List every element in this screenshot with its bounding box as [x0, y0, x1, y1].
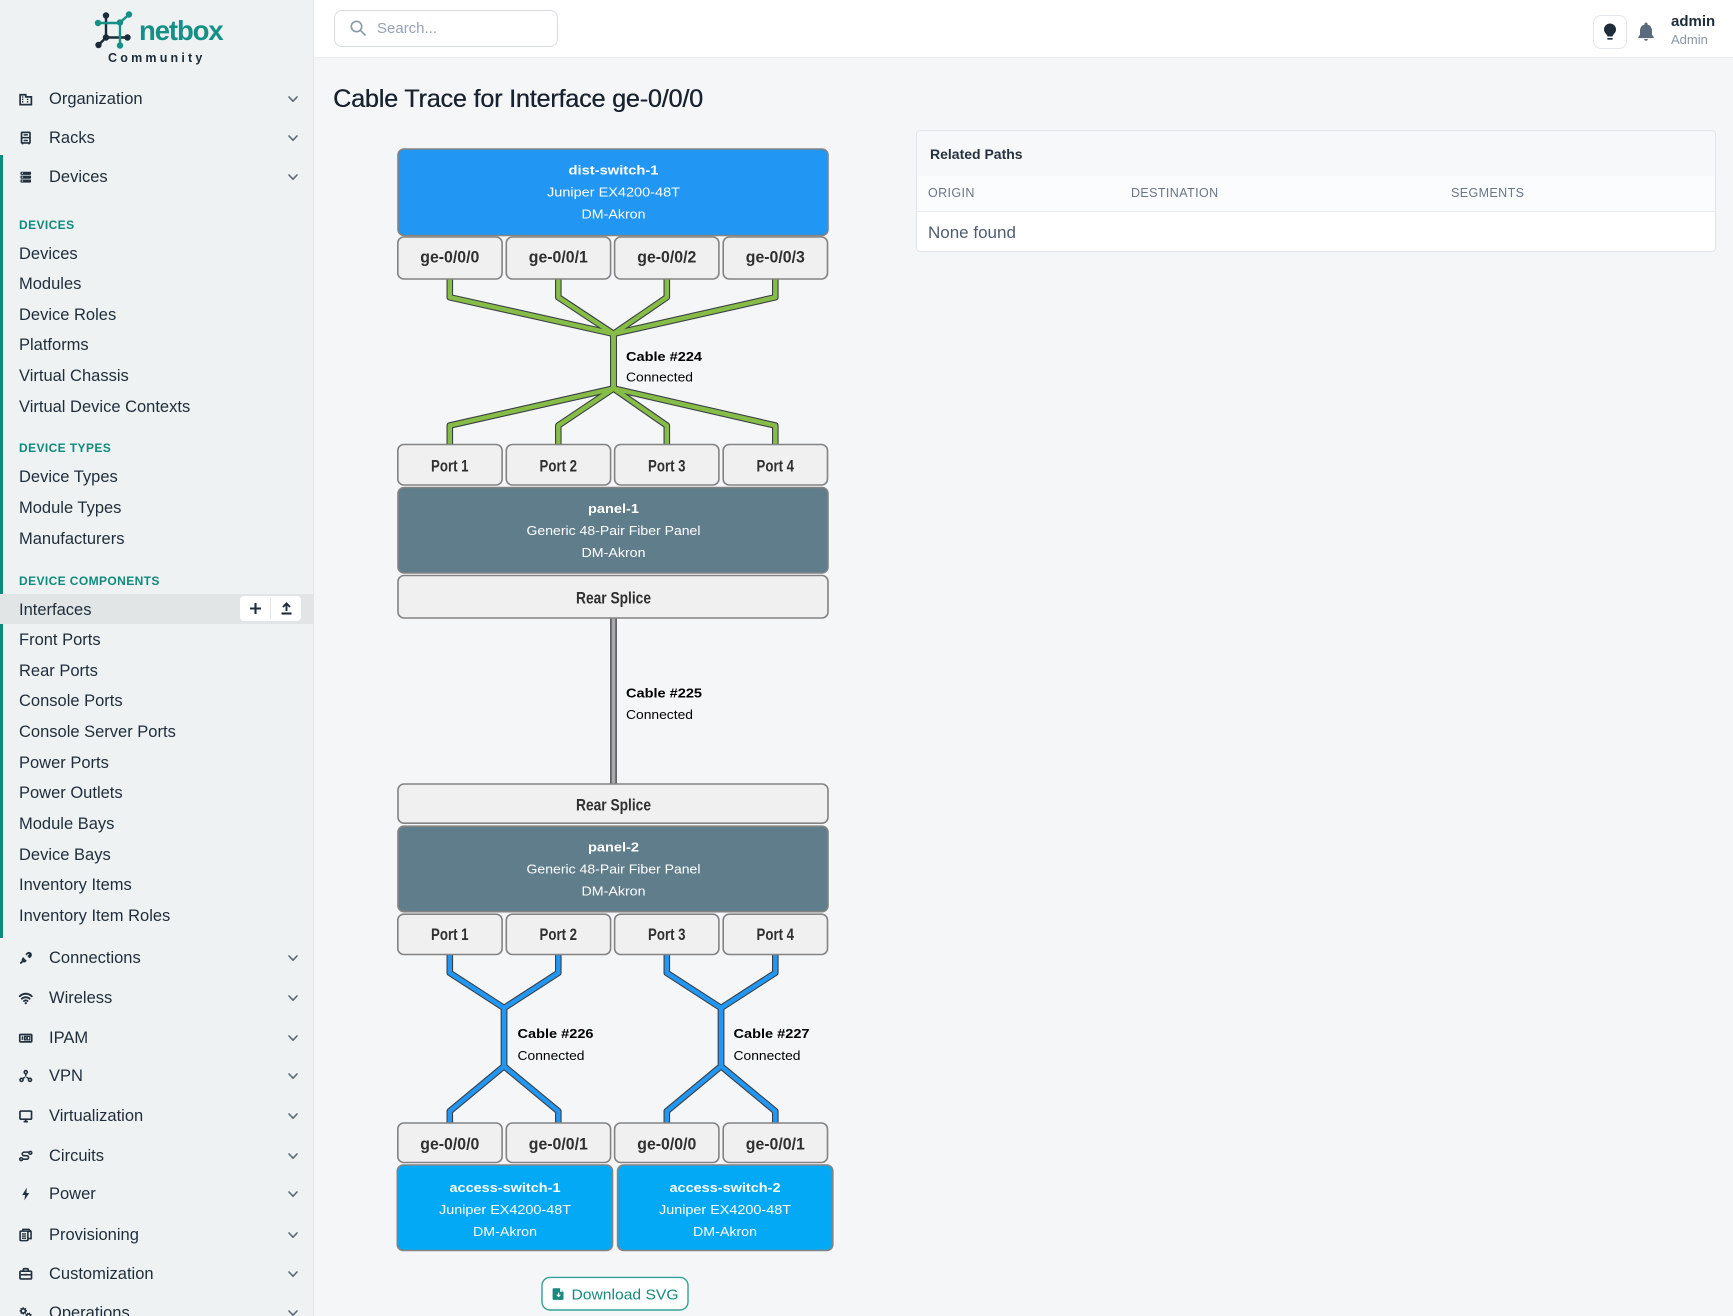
svg-text:Cable #225: Cable #225: [626, 685, 702, 700]
svg-text:Cable #224: Cable #224: [626, 349, 703, 364]
svg-text:Generic 48-Pair Fiber Panel: Generic 48-Pair Fiber Panel: [527, 523, 701, 538]
svg-text:panel-1: panel-1: [588, 501, 639, 516]
svg-text:DM-Akron: DM-Akron: [473, 1224, 537, 1239]
svg-text:Port 4: Port 4: [757, 457, 795, 476]
svg-text:access-switch-1: access-switch-1: [450, 1180, 561, 1195]
svg-text:ge-0/0/0: ge-0/0/0: [420, 1135, 479, 1154]
svg-text:Cable #227: Cable #227: [734, 1026, 810, 1041]
svg-text:Rear Splice: Rear Splice: [576, 796, 651, 815]
svg-text:ge-0/0/0: ge-0/0/0: [637, 1135, 696, 1154]
svg-text:access-switch-2: access-switch-2: [670, 1180, 781, 1195]
svg-text:DM-Akron: DM-Akron: [582, 207, 646, 222]
svg-text:ge-0/0/0: ge-0/0/0: [420, 248, 479, 267]
svg-text:Connected: Connected: [626, 370, 693, 385]
svg-text:ge-0/0/3: ge-0/0/3: [746, 248, 805, 267]
svg-text:Juniper EX4200-48T: Juniper EX4200-48T: [547, 185, 680, 200]
svg-text:Port 1: Port 1: [431, 457, 469, 476]
svg-text:Port 3: Port 3: [648, 457, 686, 476]
svg-text:Port 2: Port 2: [540, 925, 578, 944]
svg-text:dist-switch-1: dist-switch-1: [569, 163, 659, 178]
svg-text:Port 2: Port 2: [540, 457, 578, 476]
svg-text:Rear Splice: Rear Splice: [576, 589, 651, 608]
svg-text:Connected: Connected: [734, 1048, 801, 1063]
svg-text:Port 1: Port 1: [431, 925, 469, 944]
svg-text:DM-Akron: DM-Akron: [693, 1224, 757, 1239]
svg-text:Port 3: Port 3: [648, 925, 686, 944]
svg-text:Download SVG: Download SVG: [572, 1287, 679, 1304]
svg-text:panel-2: panel-2: [588, 840, 639, 855]
svg-text:Juniper EX4200-48T: Juniper EX4200-48T: [659, 1202, 791, 1217]
svg-text:DM-Akron: DM-Akron: [582, 884, 646, 899]
svg-text:Cable #226: Cable #226: [518, 1026, 594, 1041]
svg-text:Port 4: Port 4: [757, 925, 795, 944]
svg-text:ge-0/0/2: ge-0/0/2: [637, 248, 696, 267]
svg-text:Connected: Connected: [518, 1048, 585, 1063]
svg-text:Generic 48-Pair Fiber Panel: Generic 48-Pair Fiber Panel: [527, 862, 701, 877]
svg-text:ge-0/0/1: ge-0/0/1: [529, 248, 588, 267]
svg-text:ge-0/0/1: ge-0/0/1: [529, 1135, 588, 1154]
svg-text:ge-0/0/1: ge-0/0/1: [746, 1135, 805, 1154]
svg-text:Connected: Connected: [626, 707, 693, 722]
svg-text:DM-Akron: DM-Akron: [582, 545, 646, 560]
svg-text:Juniper EX4200-48T: Juniper EX4200-48T: [439, 1202, 571, 1217]
